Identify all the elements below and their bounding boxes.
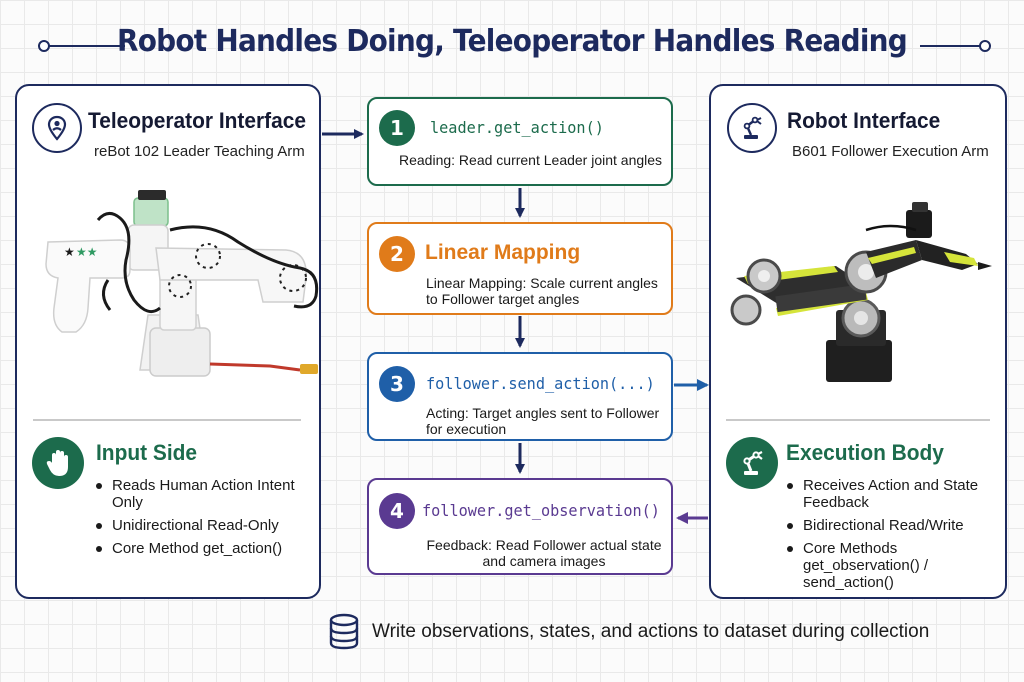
step-1-label: leader.get_action() bbox=[430, 118, 604, 137]
step-1-box bbox=[367, 97, 673, 186]
step-2-number: 2 bbox=[379, 236, 415, 272]
database-icon bbox=[329, 613, 359, 650]
title-decoration-dot-left bbox=[38, 40, 50, 52]
execution-body-list: Receives Action and State Feedback Bidir… bbox=[787, 477, 991, 597]
leader-arm-image: ★ ★★ bbox=[45, 190, 319, 377]
svg-text:★: ★ bbox=[64, 245, 75, 259]
input-side-title: Input Side bbox=[96, 440, 198, 465]
step-4-box bbox=[367, 478, 673, 575]
step-2-label: Linear Mapping bbox=[425, 241, 581, 264]
robot-title: Robot Interface bbox=[787, 108, 941, 133]
person-pin-icon bbox=[32, 103, 82, 153]
svg-text:★★: ★★ bbox=[76, 245, 98, 259]
step-3-box bbox=[367, 352, 673, 441]
robot-arm-icon bbox=[726, 437, 778, 489]
step-4-number: 4 bbox=[379, 493, 415, 529]
robot-arm-icon bbox=[727, 103, 777, 153]
input-side-list: Reads Human Action Intent Only Unidirect… bbox=[96, 477, 296, 563]
teleoperator-subtitle: reBot 102 Leader Teaching Arm bbox=[94, 143, 305, 160]
list-item: Core Method get_action() bbox=[96, 540, 296, 557]
title-decoration-right bbox=[920, 45, 982, 47]
list-item: Bidirectional Read/Write bbox=[787, 517, 991, 534]
title-decoration-left bbox=[45, 45, 125, 47]
list-item: Reads Human Action Intent Only bbox=[96, 477, 296, 511]
list-item: Unidirectional Read-Only bbox=[96, 517, 296, 534]
robot-divider bbox=[726, 419, 990, 421]
step-4-description: Feedback: Read Follower actual state and… bbox=[426, 537, 662, 569]
step-4-label: follower.get_observation() bbox=[422, 501, 660, 520]
step-1-description: Reading: Read current Leader joint angle… bbox=[399, 152, 663, 168]
step-2-box bbox=[367, 222, 673, 315]
teleoperator-divider bbox=[33, 419, 301, 421]
list-item: Receives Action and State Feedback bbox=[787, 477, 991, 511]
list-item: Core Methods get_observation() / send_ac… bbox=[787, 540, 991, 591]
teleoperator-title: Teleoperator Interface bbox=[88, 108, 306, 133]
robot-subtitle: B601 Follower Execution Arm bbox=[792, 143, 989, 160]
execution-body-title: Execution Body bbox=[786, 440, 944, 465]
page-title: Robot Handles Doing, Teleoperator Handle… bbox=[116, 24, 908, 59]
step-3-number: 3 bbox=[379, 366, 415, 402]
title-decoration-dot-right bbox=[979, 40, 991, 52]
footer-note: Write observations, states, and actions … bbox=[372, 621, 930, 642]
step-3-label: follower.send_action(...) bbox=[426, 374, 655, 393]
step-3-description: Acting: Target angles sent to Follower f… bbox=[426, 405, 660, 437]
hand-icon bbox=[32, 437, 84, 489]
step-2-description: Linear Mapping: Scale current angles to … bbox=[426, 275, 658, 307]
step-1-number: 1 bbox=[379, 110, 415, 146]
follower-arm-image bbox=[730, 202, 992, 382]
